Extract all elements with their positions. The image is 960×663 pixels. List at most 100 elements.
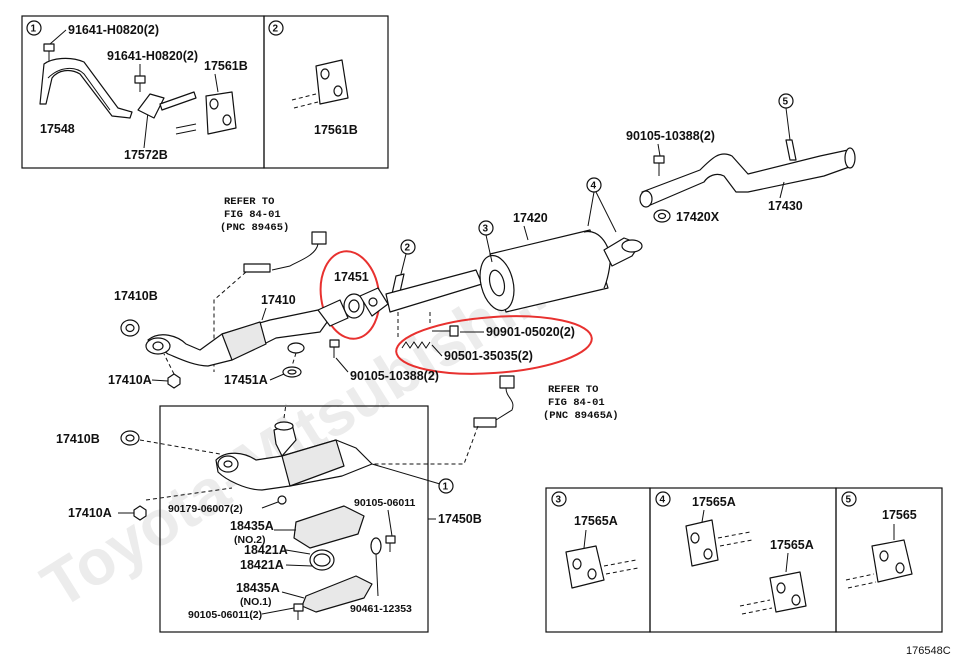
- clamp-icon: [370, 537, 382, 555]
- label-assembly: 17450B: [438, 512, 482, 526]
- detail-box-1-frame: [21, 15, 265, 169]
- rubber-hanger-icon: [565, 545, 605, 589]
- flange-icon: [359, 287, 389, 317]
- callout-number: 2: [405, 243, 411, 254]
- nut-icon: [133, 505, 147, 521]
- label-bolt: 90105-06011: [354, 497, 415, 509]
- label-gasket: 17451A: [224, 373, 268, 387]
- callout-circle-4: [655, 491, 671, 507]
- label-insulator-note: (NO.1): [240, 596, 272, 608]
- callout-number: 1: [31, 24, 37, 35]
- flange-icon: [621, 239, 643, 253]
- bolt-icon: [134, 75, 146, 92]
- label-hanger: 17565A: [770, 538, 814, 552]
- detail-box-2-frame: [263, 15, 389, 169]
- label-bolt: 90105-10388(2): [626, 129, 715, 143]
- label-bolt: 91641-H0820(2): [68, 23, 159, 37]
- label-hanger: 17565A: [692, 495, 736, 509]
- detail-box-4: 4 17565A 17565A: [649, 487, 837, 633]
- callout-circle-1: [26, 20, 42, 36]
- label-bolt: 90901-05020(2): [486, 325, 575, 339]
- hanger-rod-icon: [785, 139, 797, 161]
- label-tail-pipe: 17430: [768, 199, 803, 213]
- reference-line: (PNC 89465): [220, 222, 289, 234]
- heat-insulator-icon: [293, 505, 365, 549]
- callout-number: 3: [483, 224, 489, 235]
- callout-circle-1: [438, 478, 454, 494]
- callout-number: 3: [556, 495, 562, 506]
- reference-line: FIG 84-01: [224, 209, 281, 221]
- label-gasket: 17410B: [114, 289, 158, 303]
- reference-line: REFER TO: [548, 384, 598, 396]
- detail-box-5: 5 17565: [835, 487, 943, 633]
- gasket-icon: [287, 342, 305, 354]
- label-support: 17572B: [124, 148, 168, 162]
- rubber-hanger-icon: [769, 571, 807, 613]
- label-nut: 90179-06007(2): [168, 503, 243, 515]
- bracket-icon: [39, 57, 133, 119]
- muffler-icon: [479, 229, 611, 313]
- label-clamp: 18421A: [240, 558, 284, 572]
- gasket-icon: [120, 319, 140, 337]
- label-insulator: 18435A: [236, 581, 280, 595]
- label-clamp: 18421A: [244, 543, 288, 557]
- label-gasket: 17420X: [676, 210, 720, 224]
- label-spring: 90501-35035(2): [444, 349, 533, 363]
- bolt-icon: [293, 603, 304, 620]
- label-nut: 17410A: [108, 373, 152, 387]
- main-assembly: REFER TO FIG 84-01 (PNC 89465) 17410 174…: [108, 93, 856, 465]
- label-hanger: 17561B: [204, 59, 248, 73]
- callout-number: 5: [846, 495, 852, 506]
- label-nut: 17410A: [68, 506, 112, 520]
- bolt-icon: [43, 43, 55, 62]
- nut-icon: [277, 495, 287, 505]
- label-hanger: 17565: [882, 508, 917, 522]
- label-gasket: 17410B: [56, 432, 100, 446]
- figure-id: 176548C: [906, 645, 951, 657]
- tail-pipe-icon: [639, 147, 856, 208]
- label-gasket: 17451: [334, 270, 369, 284]
- label-bolt: 90105-10388(2): [350, 369, 439, 383]
- catalytic-subassembly-box: 17450B 17410B 17410A 1 90179-06007(2): [56, 403, 482, 633]
- label-hanger: 17565A: [574, 514, 618, 528]
- label-front-pipe: 17410: [261, 293, 296, 307]
- oxygen-sensor-icon: [473, 375, 515, 428]
- label-hanger: 17561B: [314, 123, 358, 137]
- label-bolt: 90105-06011(2): [188, 609, 262, 621]
- label-bolt: 91641-H0820(2): [107, 49, 198, 63]
- detail-box-3: 3 17565A: [545, 487, 651, 633]
- front-pipe-icon: [145, 309, 331, 367]
- reference-line: REFER TO: [224, 196, 274, 208]
- detail-box-4-frame: [649, 487, 837, 633]
- rubber-hanger-icon: [871, 539, 913, 583]
- label-insulator-note: (NO.2): [234, 534, 266, 546]
- rubber-hanger-icon: [685, 519, 719, 567]
- callout-circle-3: [551, 491, 567, 507]
- callout-circle-2: [400, 239, 416, 255]
- rubber-hanger-icon: [205, 91, 237, 135]
- spring-icon: [401, 341, 431, 349]
- callout-circle-5: [841, 491, 857, 507]
- bolt-icon: [329, 339, 340, 358]
- bolt-icon: [653, 155, 665, 176]
- front-pipe-outlet: [317, 299, 349, 327]
- callout-number: 4: [660, 495, 666, 506]
- rubber-hanger-icon: [315, 59, 349, 105]
- callout-circle-2: [268, 20, 284, 36]
- detail-box-2: 2 17561B: [263, 15, 389, 169]
- bolt-icon: [385, 535, 396, 552]
- callout-number: 1: [443, 482, 449, 493]
- detail-box-1: 1 91641-H0820(2) 91641-H0820(2) 17561B 1…: [21, 15, 265, 169]
- label-center-pipe: 17420: [513, 211, 548, 225]
- reference-line: (PNC 89465A): [543, 410, 619, 422]
- detail-box-5-frame: [835, 487, 943, 633]
- callout-number: 4: [591, 181, 597, 192]
- gasket-icon: [343, 293, 365, 319]
- nut-icon: [167, 373, 181, 389]
- label-insulator: 18435A: [230, 519, 274, 533]
- label-bracket: 17548: [40, 122, 75, 136]
- reference-line: FIG 84-01: [548, 397, 605, 409]
- highlight-ring: [395, 315, 593, 375]
- callout-number: 5: [783, 97, 789, 108]
